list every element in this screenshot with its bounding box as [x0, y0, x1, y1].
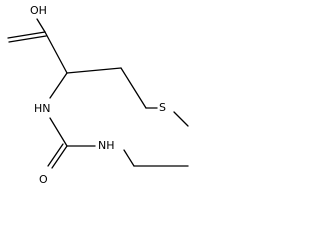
bond-c1-o-double-a: [7, 31, 46, 39]
bond-c-o-double-a: [51, 145, 68, 169]
bond-calpha-n: [49, 72, 68, 99]
atom-label-carbonyl-oxygen: O: [39, 173, 48, 186]
atom-label-amine: HN: [34, 102, 51, 115]
bond-nh-ch2: [123, 149, 135, 167]
bond-calpha-c3: [66, 67, 122, 74]
atom-label-amide-nitrogen: NH: [98, 139, 115, 152]
bond-c-o-double-b: [47, 143, 64, 167]
atom-label-sulfur: S: [159, 101, 166, 114]
bond-n-c-urea: [49, 117, 68, 147]
bond-c1-o-double-b: [8, 35, 47, 43]
molecule-structure: OH HN S O NH: [7, 4, 189, 186]
bond-c1-calpha: [44, 31, 68, 74]
bond-oh-c1: [36, 18, 46, 33]
bond-s-ch3: [173, 111, 189, 127]
atom-label-hydroxyl: OH: [30, 4, 47, 17]
bond-c3-c4: [120, 67, 147, 109]
